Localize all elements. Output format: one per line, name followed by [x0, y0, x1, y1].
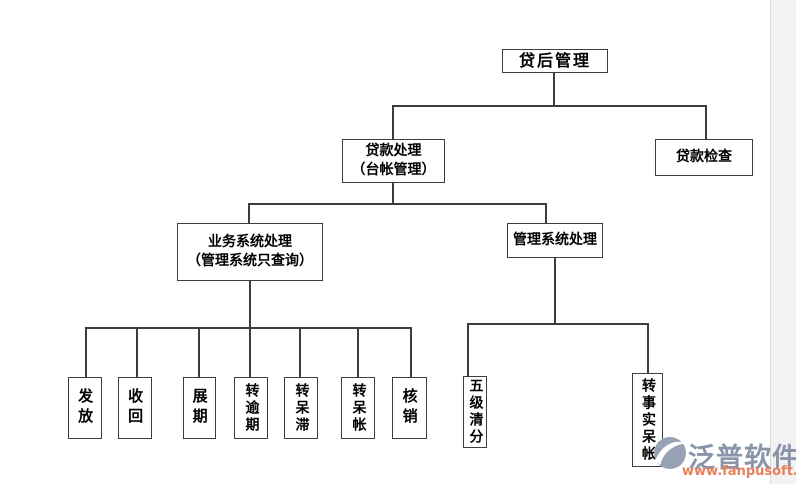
- node-label-line1: 业务系统处理: [208, 234, 292, 251]
- connector-line: [647, 323, 649, 373]
- node-label: 转事实呆帐: [639, 377, 656, 463]
- fanpu-logo-icon: [653, 436, 687, 474]
- node-loan-check: 贷款检查: [655, 139, 753, 176]
- node-leaf-to-overdue: 转逾期: [234, 377, 268, 439]
- node-leaf-extension: 展期: [183, 377, 216, 439]
- node-label-line1: 贷款处理: [365, 143, 422, 160]
- connector-line: [248, 203, 250, 223]
- connector-line: [545, 203, 547, 223]
- node-label: 管理系统处理: [513, 232, 597, 249]
- connector-line: [198, 327, 200, 377]
- node-label: 转逾期: [243, 382, 260, 434]
- connector-line: [705, 105, 707, 139]
- connector-line: [410, 327, 412, 377]
- node-label: 收回: [126, 388, 145, 428]
- connector-line: [467, 323, 648, 325]
- connector-line: [467, 323, 469, 376]
- connector-line: [299, 327, 301, 377]
- node-label: 展期: [190, 388, 209, 428]
- node-management-system-processing: 管理系统处理: [507, 223, 603, 258]
- node-leaf-to-bad-debt: 转呆帐: [341, 377, 375, 439]
- connector-line: [554, 258, 556, 323]
- node-label-line2: （管理系统只查询）: [187, 253, 313, 269]
- node-leaf-recover: 收回: [118, 377, 152, 439]
- connector-line: [392, 105, 706, 107]
- node-leaf-write-off: 核销: [392, 377, 427, 439]
- node-label: 贷款检查: [676, 149, 732, 166]
- connector-line: [392, 182, 394, 203]
- node-label: 贷后管理: [518, 51, 591, 71]
- connector-line: [248, 203, 546, 205]
- connector-line: [85, 327, 412, 329]
- connector-line: [249, 327, 251, 377]
- node-label: 五级清分: [467, 378, 484, 446]
- node-leaf-five-level-classification: 五级清分: [463, 376, 487, 448]
- connector-line: [357, 327, 359, 377]
- node-label: 核销: [400, 388, 419, 428]
- connector-line: [85, 327, 87, 377]
- node-leaf-to-stagnant: 转呆滞: [284, 377, 318, 439]
- watermark-url-text: www.fanpusoft.com: [682, 464, 796, 479]
- connector-line: [136, 327, 138, 377]
- node-label: 发放: [76, 388, 95, 428]
- node-business-system-processing: 业务系统处理 （管理系统只查询）: [177, 223, 323, 281]
- page-edge-strip: [770, 0, 796, 484]
- node-label-line2: （台帐管理）: [351, 162, 436, 178]
- node-post-loan-management: 贷后管理: [502, 49, 608, 73]
- node-label: 转呆滞: [293, 382, 310, 434]
- connector-line: [249, 281, 251, 327]
- watermark-brand-text: 泛普软件: [688, 443, 796, 474]
- connector-line: [392, 105, 394, 139]
- connector-line: [553, 72, 555, 105]
- node-leaf-issue: 发放: [68, 377, 102, 439]
- node-label: 转呆帐: [350, 382, 367, 434]
- node-loan-processing: 贷款处理 （台帐管理）: [342, 139, 445, 183]
